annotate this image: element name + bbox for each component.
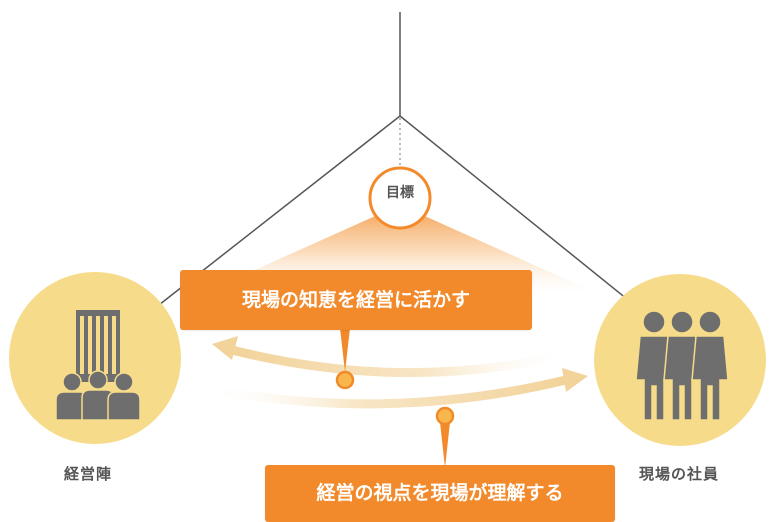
people-group-icon: [55, 370, 141, 421]
staff-node: [594, 274, 766, 446]
building-icon: [76, 310, 120, 382]
callout-bottom: 経営の視点を現場が理解する: [265, 465, 615, 522]
staff-people-icon: [635, 310, 729, 421]
top-callout-pointer: [340, 328, 350, 372]
management-label: 経営陣: [64, 465, 113, 483]
bottom-connector-dot: [435, 406, 455, 426]
top-connector-dot: [335, 370, 355, 390]
goal-circle: [368, 166, 432, 230]
right-branch-line: [399, 115, 649, 317]
upper-arrowhead-icon: [212, 336, 238, 360]
management-node: [9, 272, 181, 444]
callout-top: 現場の知恵を経営に活かす: [180, 270, 532, 330]
lower-arrowhead-icon: [562, 368, 588, 392]
lower-arc-arrow: [210, 375, 571, 409]
upper-arc-arrow: [227, 345, 565, 378]
bottom-callout-pointer: [440, 422, 450, 468]
goal-cone: [210, 205, 590, 290]
staff-label: 現場の社員: [639, 465, 720, 483]
goal-label: 目標: [386, 185, 414, 201]
